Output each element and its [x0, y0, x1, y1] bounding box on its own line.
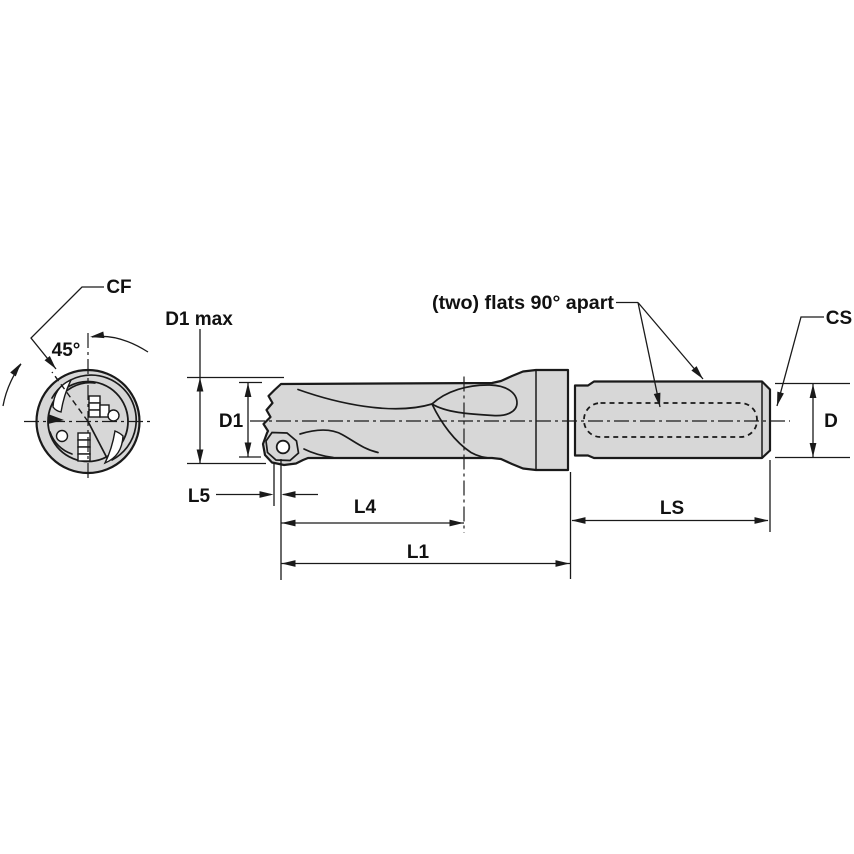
cs-label: CS	[826, 308, 852, 329]
drill-face-view: 45°	[2, 331, 152, 480]
face-gullet-upper	[52, 378, 73, 413]
flats-callout: (two) flats 90° apart	[432, 293, 704, 408]
l5-arrowhead-left-icon	[281, 491, 296, 498]
l5-arrowhead-right-icon	[259, 491, 274, 498]
cf-leader-line	[30, 286, 104, 370]
d-label: D	[824, 411, 838, 432]
l1-arrowhead-left-icon	[281, 560, 296, 567]
d1-label: D1	[219, 411, 244, 432]
dimension-d1max: D1 max	[165, 309, 284, 465]
ls-arrowhead-right-icon	[754, 517, 769, 524]
d1max-arrowhead-down-icon	[196, 449, 204, 464]
d1max-label: D1 max	[165, 309, 233, 330]
flute-runout-teardrop	[430, 384, 518, 417]
face-flute-arc-3	[49, 431, 73, 455]
face-center-insert	[77, 395, 110, 462]
ls-label: LS	[660, 498, 684, 519]
flute-curve-upper	[297, 388, 433, 410]
front-insert-outline	[265, 431, 300, 462]
l4-label: L4	[354, 497, 377, 518]
dimension-d: D	[775, 382, 850, 459]
angle-arc-left-arrowhead-icon	[10, 363, 21, 377]
l4-arrowhead-left-icon	[281, 519, 296, 527]
drill-body	[261, 368, 570, 472]
l1-label: L1	[407, 542, 430, 563]
drill-side-view	[250, 368, 790, 533]
cs-callout: CS	[776, 308, 852, 407]
ls-arrowhead-left-icon	[571, 517, 586, 524]
d-arrowhead-down-icon	[809, 443, 817, 457]
angle-arc-right-arrowhead-icon	[90, 331, 105, 339]
insert-screw-hole	[275, 439, 291, 455]
face-gullet-lower	[103, 430, 124, 465]
cs-arrowhead-icon	[777, 391, 784, 406]
d1max-arrowhead-up-icon	[196, 377, 204, 392]
angle-arc-left	[2, 363, 22, 407]
dimension-l1: L1	[281, 472, 572, 579]
drill-shank	[573, 380, 772, 460]
l4-arrowhead-right-icon	[449, 519, 464, 527]
angle-arc-right	[91, 335, 149, 353]
shank-flat-dashed-outline	[583, 402, 758, 438]
d1-arrowhead-down-icon	[244, 442, 252, 457]
l5-label: L5	[188, 486, 211, 507]
d-arrowhead-up-icon	[809, 384, 817, 398]
l1-arrowhead-right-icon	[555, 560, 570, 567]
dimension-l5: L5	[188, 459, 318, 580]
flats-arrowhead-1-icon	[653, 392, 661, 407]
d1-arrowhead-up-icon	[244, 383, 252, 397]
insert-pocket-curve-2	[303, 448, 334, 459]
dimension-d1: D1	[219, 381, 262, 458]
flats-note-label: (two) flats 90° apart	[432, 293, 615, 314]
cf-label: CF	[106, 277, 131, 298]
cf-callout: CF	[30, 277, 132, 370]
dimension-l4: L4	[281, 497, 464, 527]
angle-label: 45°	[52, 340, 81, 361]
face-screw-hole-left	[55, 429, 69, 443]
cf-arrowhead-icon	[44, 355, 56, 369]
face-radial-edge	[87, 420, 108, 459]
flats-arrowhead-2-icon	[691, 366, 703, 379]
insert-pocket-curve-1	[299, 429, 379, 454]
dimension-ls: LS	[571, 460, 771, 532]
face-chamfer-dashed-line	[51, 371, 89, 422]
face-screw-hole-right	[107, 409, 120, 422]
flute-curve-cone	[431, 403, 493, 459]
